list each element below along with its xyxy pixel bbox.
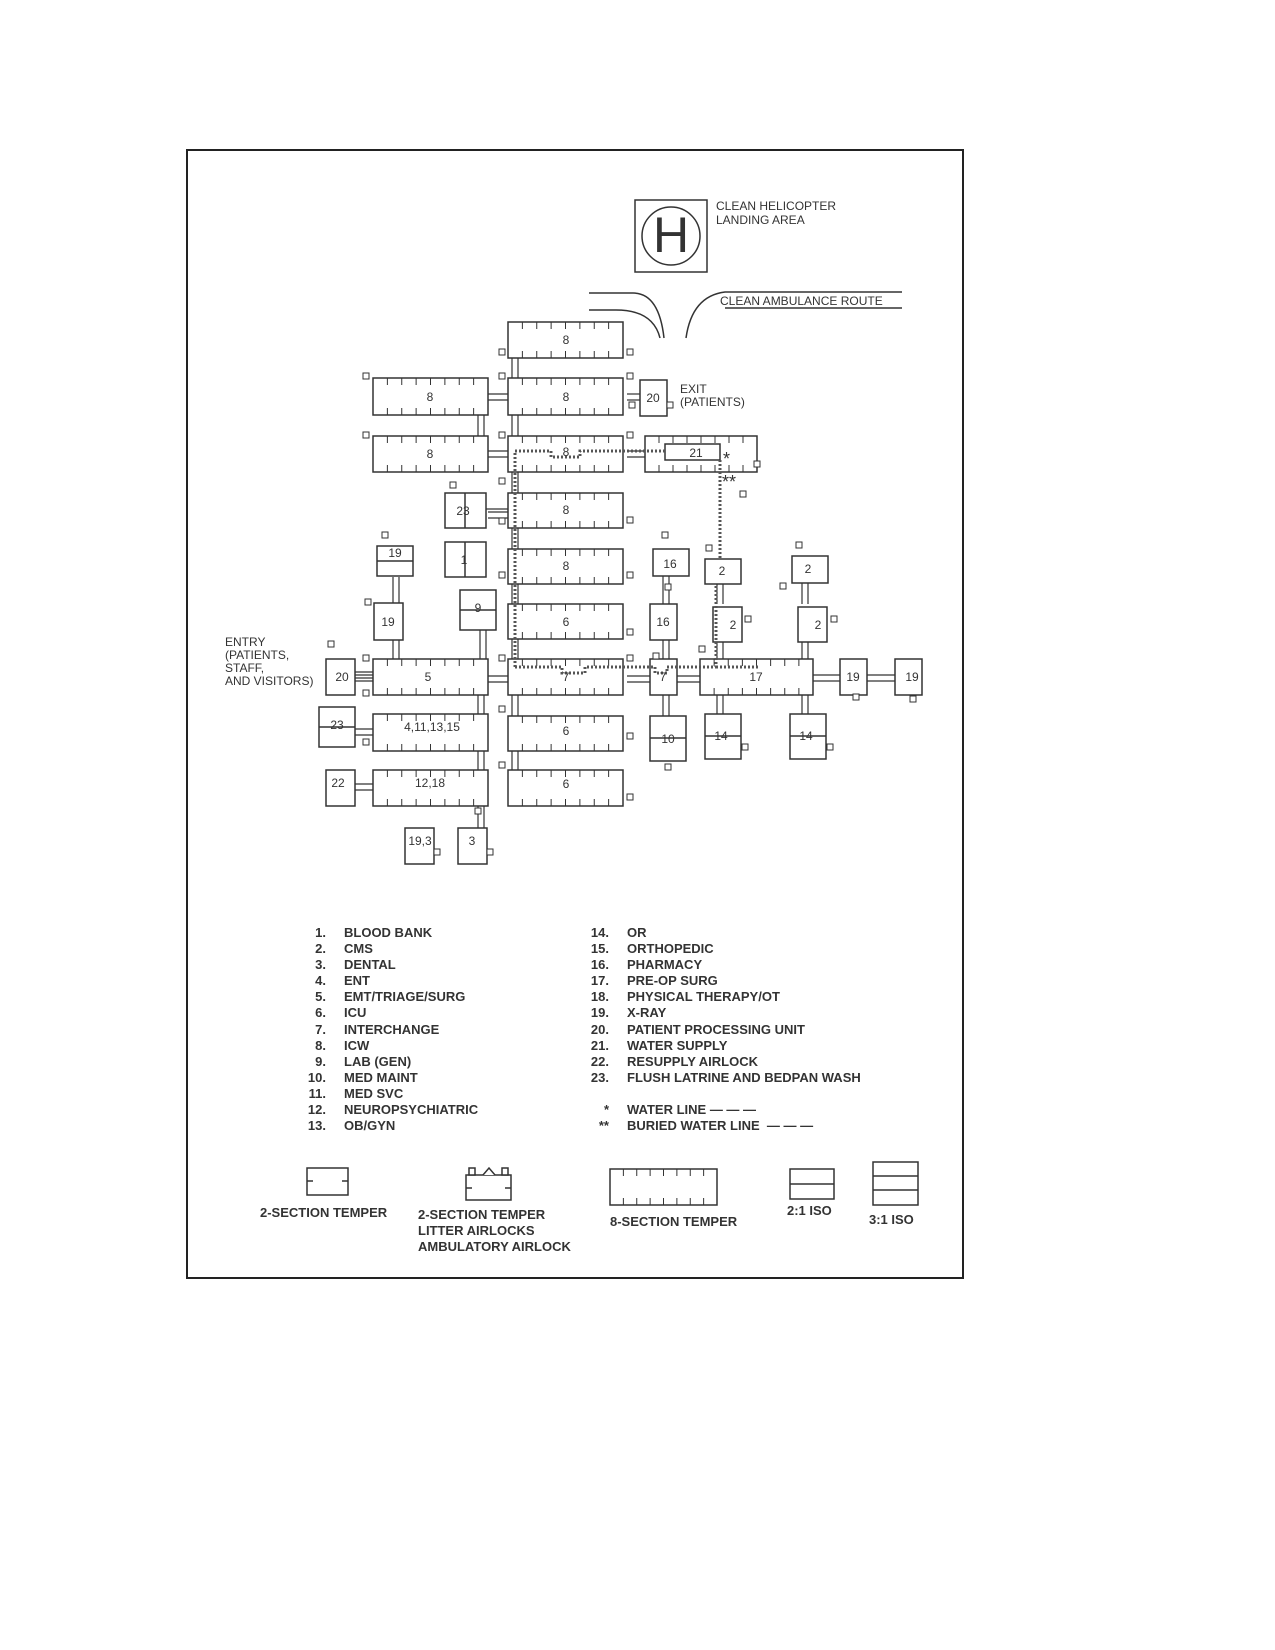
legend-item: 14.OR [590, 925, 647, 940]
legend-right-column: 14.OR 15.ORTHOPEDIC 16.PHARMACY 17.PRE-O… [573, 925, 861, 1134]
unit-label: 17 [749, 670, 763, 684]
helipad-h: H [653, 207, 689, 263]
legend-item: 18.PHYSICAL THERAPY/OT [590, 989, 780, 1005]
unit-label: 19 [381, 615, 395, 629]
legend-item: 10.MED MAINT [307, 1069, 418, 1085]
legend-item: 21.WATER SUPPLY [590, 1037, 728, 1053]
unit-label: 5 [425, 670, 432, 684]
water-line [513, 449, 760, 675]
legend-item: 6.ICU [315, 1005, 367, 1021]
unit-label: 16 [656, 615, 670, 629]
unit-label: 21 [689, 446, 703, 460]
legend-water-line: *WATER LINE — — — [603, 1101, 757, 1117]
unit-label: 8 [563, 503, 570, 517]
legend-item: 3.DENTAL [315, 957, 396, 973]
unit-label: 20 [335, 670, 349, 684]
legend-buried-water-line: **BURIED WATER LINE — — — [598, 1117, 814, 1133]
unit-label: 2 [730, 618, 737, 632]
exit-label-1: EXIT [680, 382, 707, 396]
unit-label: 22 [331, 776, 345, 790]
legend-item: 5.EMT/TRIAGE/SURG [315, 989, 466, 1005]
key-eight-section: 8-SECTION TEMPER [610, 1214, 738, 1229]
key-iso-2-1: 2:1 ISO [787, 1203, 832, 1218]
unit-label: 8 [427, 447, 434, 461]
legend-tick-marks [622, 1169, 705, 1205]
unit-label: 8 [563, 333, 570, 347]
unit-label: 2 [815, 618, 822, 632]
water-line-marker: * [723, 449, 730, 469]
exit-label-2: (PATIENTS) [680, 395, 745, 409]
unit-label: 7 [563, 670, 570, 684]
legend-item: 13.OB/GYN [307, 1118, 396, 1134]
unit-label: 14 [799, 729, 813, 743]
legend-left-column: 1.BLOOD BANK 2.CMS 3.DENTAL 4.ENT 5.EMT/… [290, 925, 478, 1134]
buried-water-line-marker: ** [722, 472, 736, 492]
building-section-ticks [386, 322, 800, 806]
unit-label: 19 [388, 546, 402, 560]
unit-label: 8 [563, 445, 570, 459]
legend-item: 7.INTERCHANGE [315, 1021, 440, 1037]
legend-item: 1.BLOOD BANK [315, 925, 433, 940]
entry-label-3: STAFF, [225, 661, 264, 675]
unit-label: 23 [330, 718, 344, 732]
ambulance-route-label: CLEAN AMBULANCE ROUTE [720, 294, 883, 308]
unit-label: 2 [805, 562, 812, 576]
unit-label: 2 [719, 564, 726, 578]
legend-item: 4.ENT [315, 973, 370, 989]
legend-item: 8.ICW [315, 1037, 370, 1053]
unit-label: 4,11,13,15 [404, 720, 460, 734]
legend-item: 9.LAB (GEN) [315, 1053, 412, 1069]
entry-label-2: (PATIENTS, [225, 648, 289, 662]
unit-label: 12,18 [415, 776, 445, 790]
diagram-frame [186, 149, 964, 1279]
unit-label: 20 [646, 391, 660, 405]
helicopter-label-1: CLEAN HELICOPTER [716, 199, 836, 213]
unit-label: 9 [475, 601, 482, 615]
legend-item: 12.NEUROPSYCHIATRIC [307, 1102, 479, 1118]
legend-item: 22.RESUPPLY AIRLOCK [590, 1053, 758, 1069]
airlock-markers [327, 348, 917, 856]
legend-item: 11.MED SVC [308, 1085, 404, 1101]
legend-item: 16.PHARMACY [590, 957, 703, 973]
unit-label: 3 [469, 834, 476, 848]
legend-item: 23.FLUSH LATRINE AND BEDPAN WASH [590, 1069, 861, 1085]
helicopter-label-2: LANDING AREA [716, 213, 805, 227]
key-iso-3-1: 3:1 ISO [869, 1212, 914, 1227]
unit-label: 10 [661, 732, 675, 746]
entry-label-4: AND VISITORS) [225, 674, 313, 688]
legend-item: 19.X-RAY [590, 1005, 667, 1021]
key-two-section-airlock: 2-SECTION TEMPER LITTER AIRLOCKS AMBULAT… [418, 1207, 571, 1254]
unit-label: 8 [563, 559, 570, 573]
entry-label-1: ENTRY [225, 635, 265, 649]
unit-label: 19,3 [408, 834, 432, 848]
corridors [340, 358, 895, 849]
legend-item: 17.PRE-OP SURG [590, 973, 718, 989]
unit-label: 8 [427, 390, 434, 404]
unit-label: 23 [456, 504, 470, 518]
legend-symbols [306, 1161, 919, 1206]
legend-item: 15.ORTHOPEDIC [590, 941, 714, 957]
unit-label: 7 [660, 670, 667, 684]
helipad [634, 199, 708, 273]
ambulance-road [589, 291, 902, 339]
unit-label: 19 [905, 670, 919, 684]
unit-label: 19 [846, 670, 860, 684]
unit-label: 6 [563, 724, 570, 738]
legend-item: 20.PATIENT PROCESSING UNIT [590, 1021, 805, 1037]
legend-item: 2.CMS [315, 941, 373, 957]
key-two-section: 2-SECTION TEMPER [260, 1205, 388, 1220]
buildings [318, 321, 923, 865]
unit-label: 16 [663, 557, 677, 571]
unit-label: 6 [563, 615, 570, 629]
unit-label: 8 [563, 390, 570, 404]
unit-label: 1 [461, 553, 468, 567]
unit-label: 6 [563, 777, 570, 791]
unit-label: 14 [714, 729, 728, 743]
